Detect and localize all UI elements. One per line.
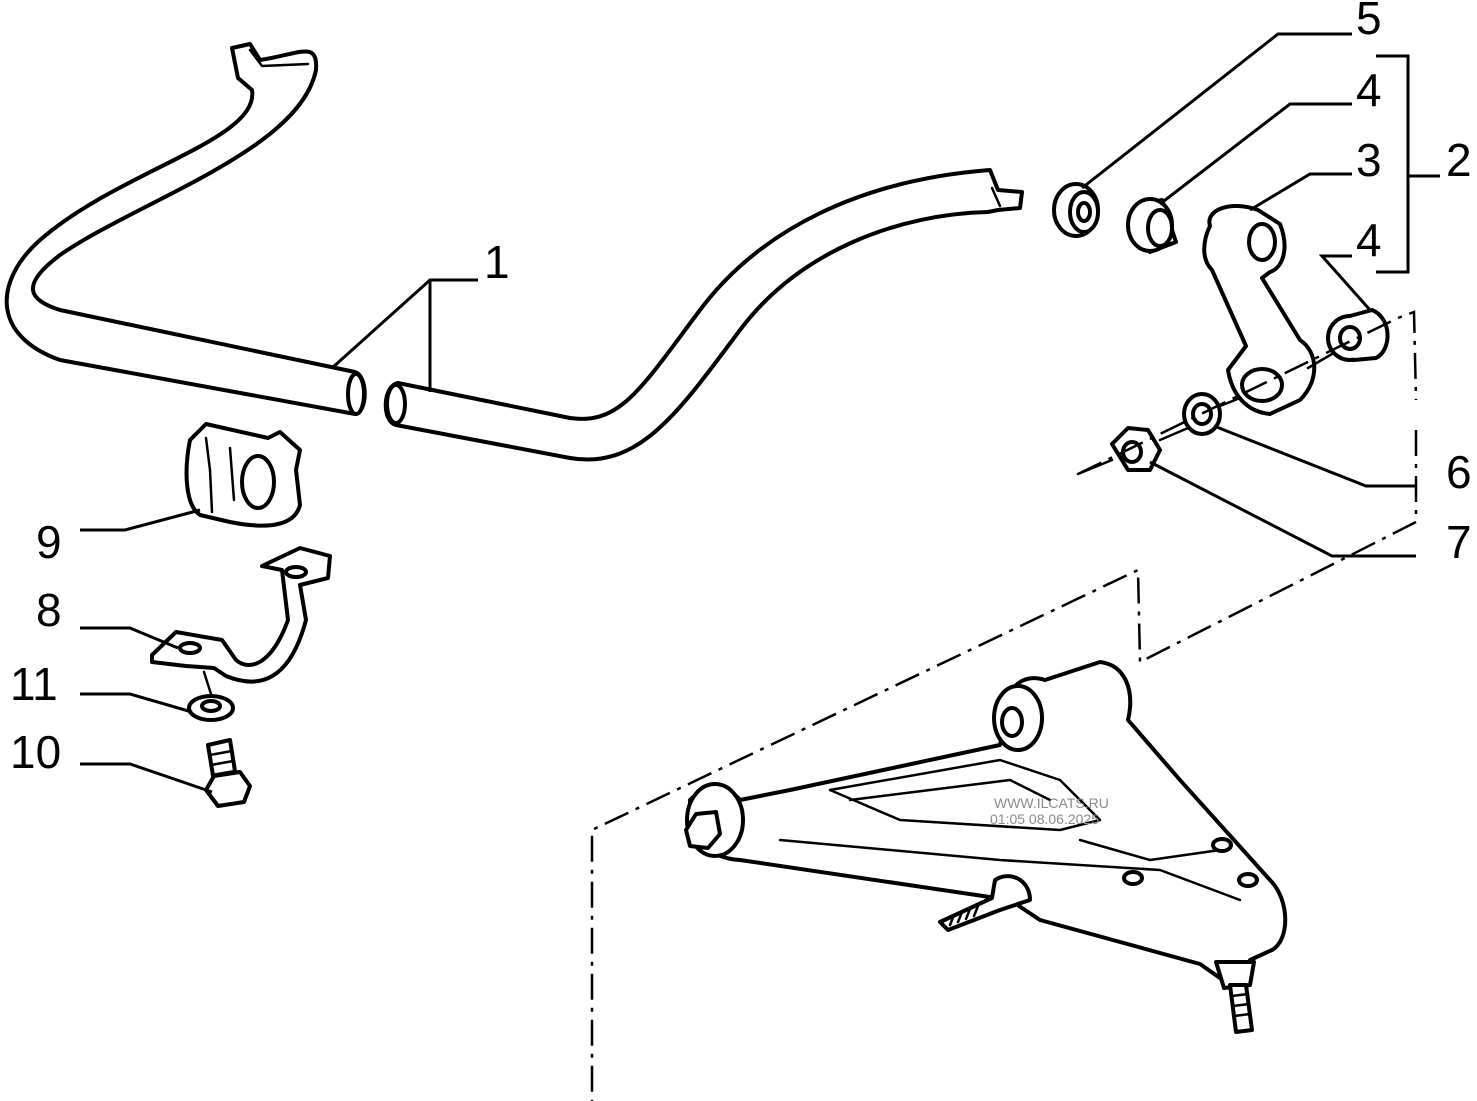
watermark-datetime: 01:05 08.06.2025 (990, 811, 1099, 827)
watermark-site: WWW.ILCATS.RU (994, 795, 1109, 811)
lower-control-arm (684, 660, 1288, 1034)
washer (187, 670, 235, 722)
rubber-bushing (184, 422, 302, 528)
link-bush-lower (1326, 308, 1390, 362)
callout-4-lower: 4 (1356, 214, 1382, 266)
leader-lines (80, 32, 1440, 794)
assembly-outline (590, 310, 1418, 1101)
stabilizer-bar-left (4, 42, 367, 416)
link-bush-upper (1126, 197, 1178, 254)
callout-9: 9 (36, 516, 62, 568)
link-nut-lower (1110, 426, 1162, 472)
callout-11: 11 (10, 658, 58, 710)
bolt (204, 738, 252, 808)
link-nut (1052, 182, 1100, 238)
callout-8: 8 (36, 584, 62, 636)
callout-4-upper: 4 (1356, 64, 1382, 116)
stabilizer-bar-right (383, 168, 1024, 462)
callout-1: 1 (484, 236, 510, 288)
stabilizer-link (1202, 204, 1317, 416)
callout-10: 10 (10, 726, 61, 778)
callout-5: 5 (1356, 0, 1382, 44)
callout-2: 2 (1446, 134, 1472, 186)
link-washer (1182, 392, 1222, 436)
mounting-bracket (150, 546, 332, 684)
callout-7: 7 (1446, 516, 1472, 568)
callout-6: 6 (1446, 446, 1472, 498)
callout-3: 3 (1356, 134, 1382, 186)
